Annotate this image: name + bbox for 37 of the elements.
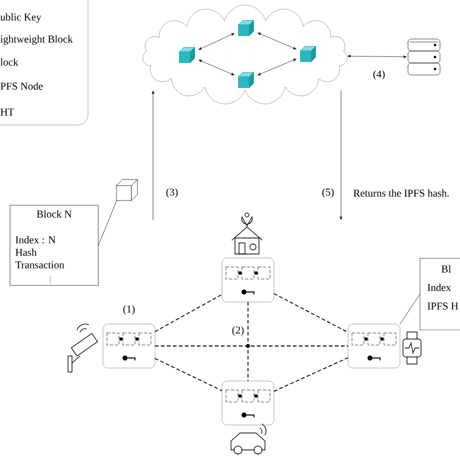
- edge-label: (3): [166, 188, 178, 198]
- blockchain-node: [222, 258, 274, 302]
- legend-item: ublic Key: [0, 13, 42, 23]
- block-card: Block N Index : N Hash Transaction: [10, 205, 98, 286]
- arrow: [258, 58, 296, 76]
- connector: [154, 358, 222, 391]
- info-card: Bl Index IPFS H: [420, 258, 460, 330]
- step-number: (1): [123, 305, 135, 315]
- annotation: Returns the IPFS hash.: [354, 189, 449, 197]
- legend-item: HT: [0, 108, 14, 116]
- connector: [274, 293, 348, 333]
- arrow: [340, 90, 342, 220]
- leader-line: [400, 294, 420, 324]
- cube-icon: [179, 47, 195, 63]
- arrow: [348, 54, 406, 58]
- blockchain-node: [102, 324, 156, 368]
- cloud: [142, 4, 348, 104]
- database-icon: [408, 38, 440, 76]
- blockchain-node: [348, 324, 400, 368]
- arrow: [258, 32, 296, 50]
- arrow: [152, 90, 154, 220]
- leader-line: [98, 200, 117, 246]
- cube-icon: [238, 72, 254, 88]
- cube-icon: [300, 46, 316, 62]
- blockchain-node: [222, 380, 274, 426]
- edge-label: (4): [373, 70, 385, 80]
- cube-icon: [116, 179, 138, 201]
- edge-label: (5): [322, 188, 334, 198]
- step-number: (2): [232, 326, 244, 336]
- arrow: [198, 60, 234, 76]
- legend-item: lock: [0, 58, 18, 66]
- connector: [154, 294, 222, 332]
- cube-icon: [238, 20, 254, 36]
- connector: [274, 357, 348, 392]
- legend-item: PFS Node: [0, 82, 43, 90]
- legend-item: ightweight Block: [0, 35, 73, 45]
- arrow: [198, 33, 234, 50]
